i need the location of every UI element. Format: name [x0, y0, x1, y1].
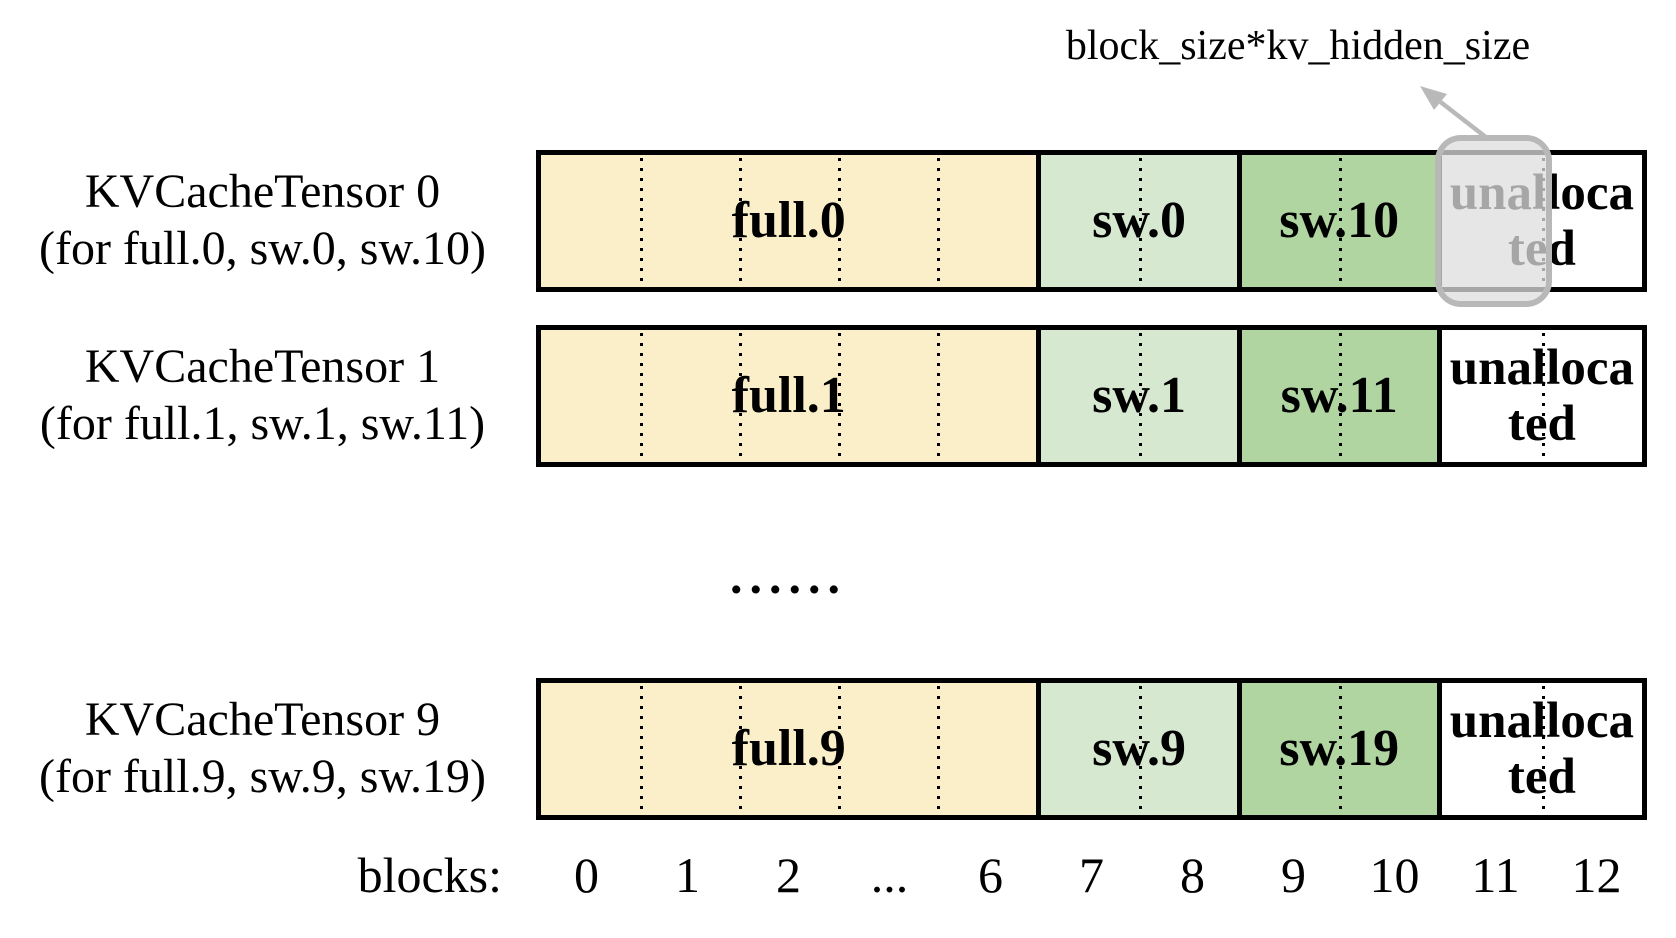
block-divider-dotted	[1139, 333, 1143, 459]
segment-sw-9-label: sw.9	[1092, 720, 1186, 777]
blocks-axis-ticks: 0 1 2 ... 6 7 8 9 10 11 12	[536, 845, 1647, 905]
block-divider-dotted	[937, 158, 941, 284]
segment-unallocated-9: unallocated	[1441, 683, 1642, 815]
segment-sw-0-label: sw.0	[1092, 192, 1186, 249]
row-label-tensor-0: KVCacheTensor 0 (for full.0, sw.0, sw.10…	[10, 163, 515, 277]
segment-sw-9: sw.9	[1041, 683, 1242, 815]
block-divider-dotted	[838, 333, 842, 459]
blocks-axis: blocks: 0 1 2 ... 6 7 8 9 10 11 12	[0, 845, 1676, 909]
axis-tick-0: 0	[574, 847, 599, 903]
row-label-tensor-9: KVCacheTensor 9 (for full.9, sw.9, sw.19…	[10, 691, 515, 805]
segment-full-0: full.0	[541, 155, 1042, 287]
tensor-1-scope: (for full.1, sw.1, sw.11)	[39, 397, 486, 450]
segment-sw-19: sw.19	[1241, 683, 1442, 815]
block-divider-dotted	[1339, 686, 1343, 812]
row-label-tensor-1: KVCacheTensor 1 (for full.1, sw.1, sw.11…	[10, 338, 515, 452]
segment-unallocated-1-label: unallocated	[1449, 340, 1634, 452]
rows-ellipsis: ......	[730, 548, 847, 604]
axis-tick-7: 7	[1079, 847, 1104, 903]
highlighted-block-outline	[1435, 135, 1552, 307]
tensor-1-name: KVCacheTensor 1	[84, 340, 441, 393]
segment-full-9: full.9	[541, 683, 1042, 815]
axis-tick-12: 12	[1571, 847, 1622, 903]
block-divider-dotted	[739, 158, 743, 284]
tensor-9-name: KVCacheTensor 9	[84, 693, 441, 746]
segment-full-1-label: full.1	[731, 367, 846, 424]
axis-tick-8: 8	[1180, 847, 1205, 903]
tensor-9-scope: (for full.9, sw.9, sw.19)	[38, 750, 487, 803]
block-divider-dotted	[838, 158, 842, 284]
tensor-0-name: KVCacheTensor 0	[84, 165, 441, 218]
block-divider-dotted	[640, 686, 644, 812]
block-divider-dotted	[640, 333, 644, 459]
segment-sw-11: sw.11	[1241, 330, 1442, 462]
kvcache-bar-1: full.1 sw.1 sw.11 unallocated	[536, 325, 1647, 467]
block-divider-dotted	[1339, 158, 1343, 284]
block-divider-dotted	[1541, 333, 1545, 459]
segment-sw-10: sw.10	[1241, 155, 1442, 287]
axis-tick-9: 9	[1281, 847, 1306, 903]
block-divider-dotted	[739, 686, 743, 812]
arrow-head-icon	[1420, 86, 1447, 110]
block-divider-dotted	[1139, 686, 1143, 812]
axis-tick-1: 1	[675, 847, 700, 903]
segment-sw-1-label: sw.1	[1092, 367, 1186, 424]
segment-sw-19-label: sw.19	[1279, 720, 1400, 777]
axis-tick-6: 6	[978, 847, 1003, 903]
block-divider-dotted	[640, 158, 644, 284]
block-size-annotation: block_size*kv_hidden_size	[1065, 23, 1531, 69]
segment-unallocated-1: unallocated	[1441, 330, 1642, 462]
segment-full-9-label: full.9	[731, 720, 846, 777]
block-divider-dotted	[838, 686, 842, 812]
axis-tick-10: 10	[1369, 847, 1420, 903]
axis-tick-11: 11	[1471, 847, 1520, 903]
axis-tick-2: 2	[776, 847, 801, 903]
segment-sw-1: sw.1	[1041, 330, 1242, 462]
segment-full-0-label: full.0	[731, 192, 846, 249]
block-divider-dotted	[1339, 333, 1343, 459]
block-divider-dotted	[937, 686, 941, 812]
blocks-axis-label: blocks:	[357, 847, 502, 903]
block-divider-dotted	[1139, 158, 1143, 284]
segment-sw-10-label: sw.10	[1279, 192, 1400, 249]
segment-unallocated-9-label: unallocated	[1449, 693, 1634, 805]
axis-tick-ellipsis: ...	[870, 847, 909, 903]
segment-full-1: full.1	[541, 330, 1042, 462]
segment-sw-11-label: sw.11	[1280, 367, 1398, 424]
segment-sw-0: sw.0	[1041, 155, 1242, 287]
block-divider-dotted	[739, 333, 743, 459]
arrow-line	[1439, 100, 1489, 140]
block-divider-dotted	[937, 333, 941, 459]
block-divider-dotted	[1541, 686, 1545, 812]
kvcache-bar-9: full.9 sw.9 sw.19 unallocated	[536, 678, 1647, 820]
tensor-0-scope: (for full.0, sw.0, sw.10)	[38, 222, 487, 275]
